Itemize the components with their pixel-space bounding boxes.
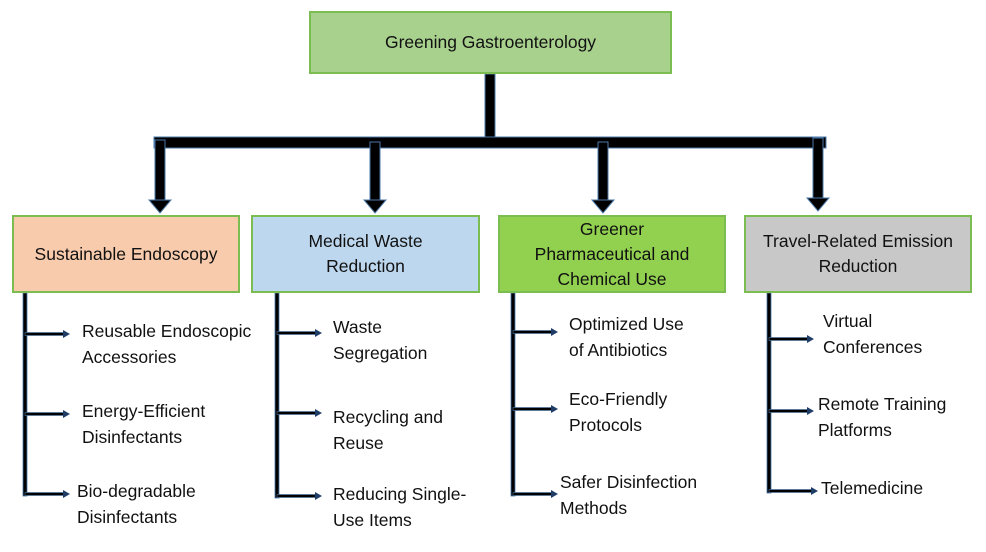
branch-line: [512, 492, 553, 496]
branch-line: [24, 412, 65, 416]
category-travel-emission-reduction: Travel-Related Emission Reduction: [744, 215, 972, 293]
branch-arrowhead: [63, 330, 70, 338]
drop-arrow-3: [590, 141, 616, 214]
branch-arrowhead: [551, 405, 558, 413]
drop-arrow-4: [805, 137, 831, 212]
branch-line: [24, 332, 65, 336]
branch-line: [512, 330, 553, 334]
category-greener-pharmaceutical: Greener Pharmaceutical and Chemical Use: [498, 215, 726, 293]
branch-arrowhead: [315, 492, 322, 500]
tree-trunk: [766, 292, 772, 494]
leaf-item: Eco-Friendly Protocols: [569, 389, 668, 435]
leaf-item: Recycling and Reuse: [333, 407, 443, 453]
branch-arrowhead: [63, 490, 70, 498]
branch-line: [768, 489, 813, 493]
leaf-item: Telemedicine: [821, 478, 924, 498]
branch-line: [768, 337, 809, 341]
branch-arrowhead: [807, 407, 814, 415]
root-node: Greening Gastroenterology: [309, 11, 672, 74]
branch-line: [276, 331, 317, 335]
branch-arrowhead: [811, 487, 818, 495]
category-medical-waste-reduction: Medical Waste Reduction: [251, 215, 480, 293]
category-label: Greener Pharmaceutical and Chemical Use: [534, 218, 690, 289]
leaf-item: Reducing Single- Use Items: [333, 484, 467, 530]
branch-arrowhead: [551, 490, 558, 498]
tree-trunk: [510, 292, 516, 497]
branch-line: [276, 411, 317, 415]
root-label: Greening Gastroenterology: [384, 32, 597, 52]
main-stem: [484, 73, 496, 139]
leaf-item: Optimized Use of Antibiotics: [569, 314, 684, 360]
branch-arrowhead: [551, 328, 558, 336]
leaf-item: Waste Segregation: [333, 317, 428, 363]
horizontal-bar: [153, 136, 827, 149]
leaf-item: Remote Training Platforms: [818, 394, 947, 440]
branch-line: [768, 409, 809, 413]
category-label: Sustainable Endoscopy: [34, 243, 218, 264]
branch-arrowhead: [315, 329, 322, 337]
drop-arrow-1: [147, 139, 173, 214]
category-label: Travel-Related Emission Reduction: [763, 231, 953, 276]
branch-arrowhead: [315, 409, 322, 417]
leaf-item: Safer Disinfection Methods: [560, 472, 698, 518]
branch-arrowhead: [63, 410, 70, 418]
branch-arrowhead: [807, 335, 814, 343]
tree-trunk: [274, 292, 280, 499]
leaf-item: Reusable Endoscopic Accessories: [82, 321, 252, 367]
leaf-item: Bio-degradable Disinfectants: [77, 481, 196, 527]
branch-line: [276, 494, 317, 498]
drop-arrow-2: [362, 141, 388, 214]
leaf-item: Virtual Conferences: [823, 311, 923, 357]
category-sustainable-endoscopy: Sustainable Endoscopy: [12, 215, 240, 293]
tree-trunk: [22, 292, 28, 497]
branch-line: [512, 407, 553, 411]
category-label: Medical Waste Reduction: [308, 231, 423, 276]
branch-line: [24, 492, 65, 496]
leaf-item: Energy-Efficient Disinfectants: [82, 401, 206, 447]
